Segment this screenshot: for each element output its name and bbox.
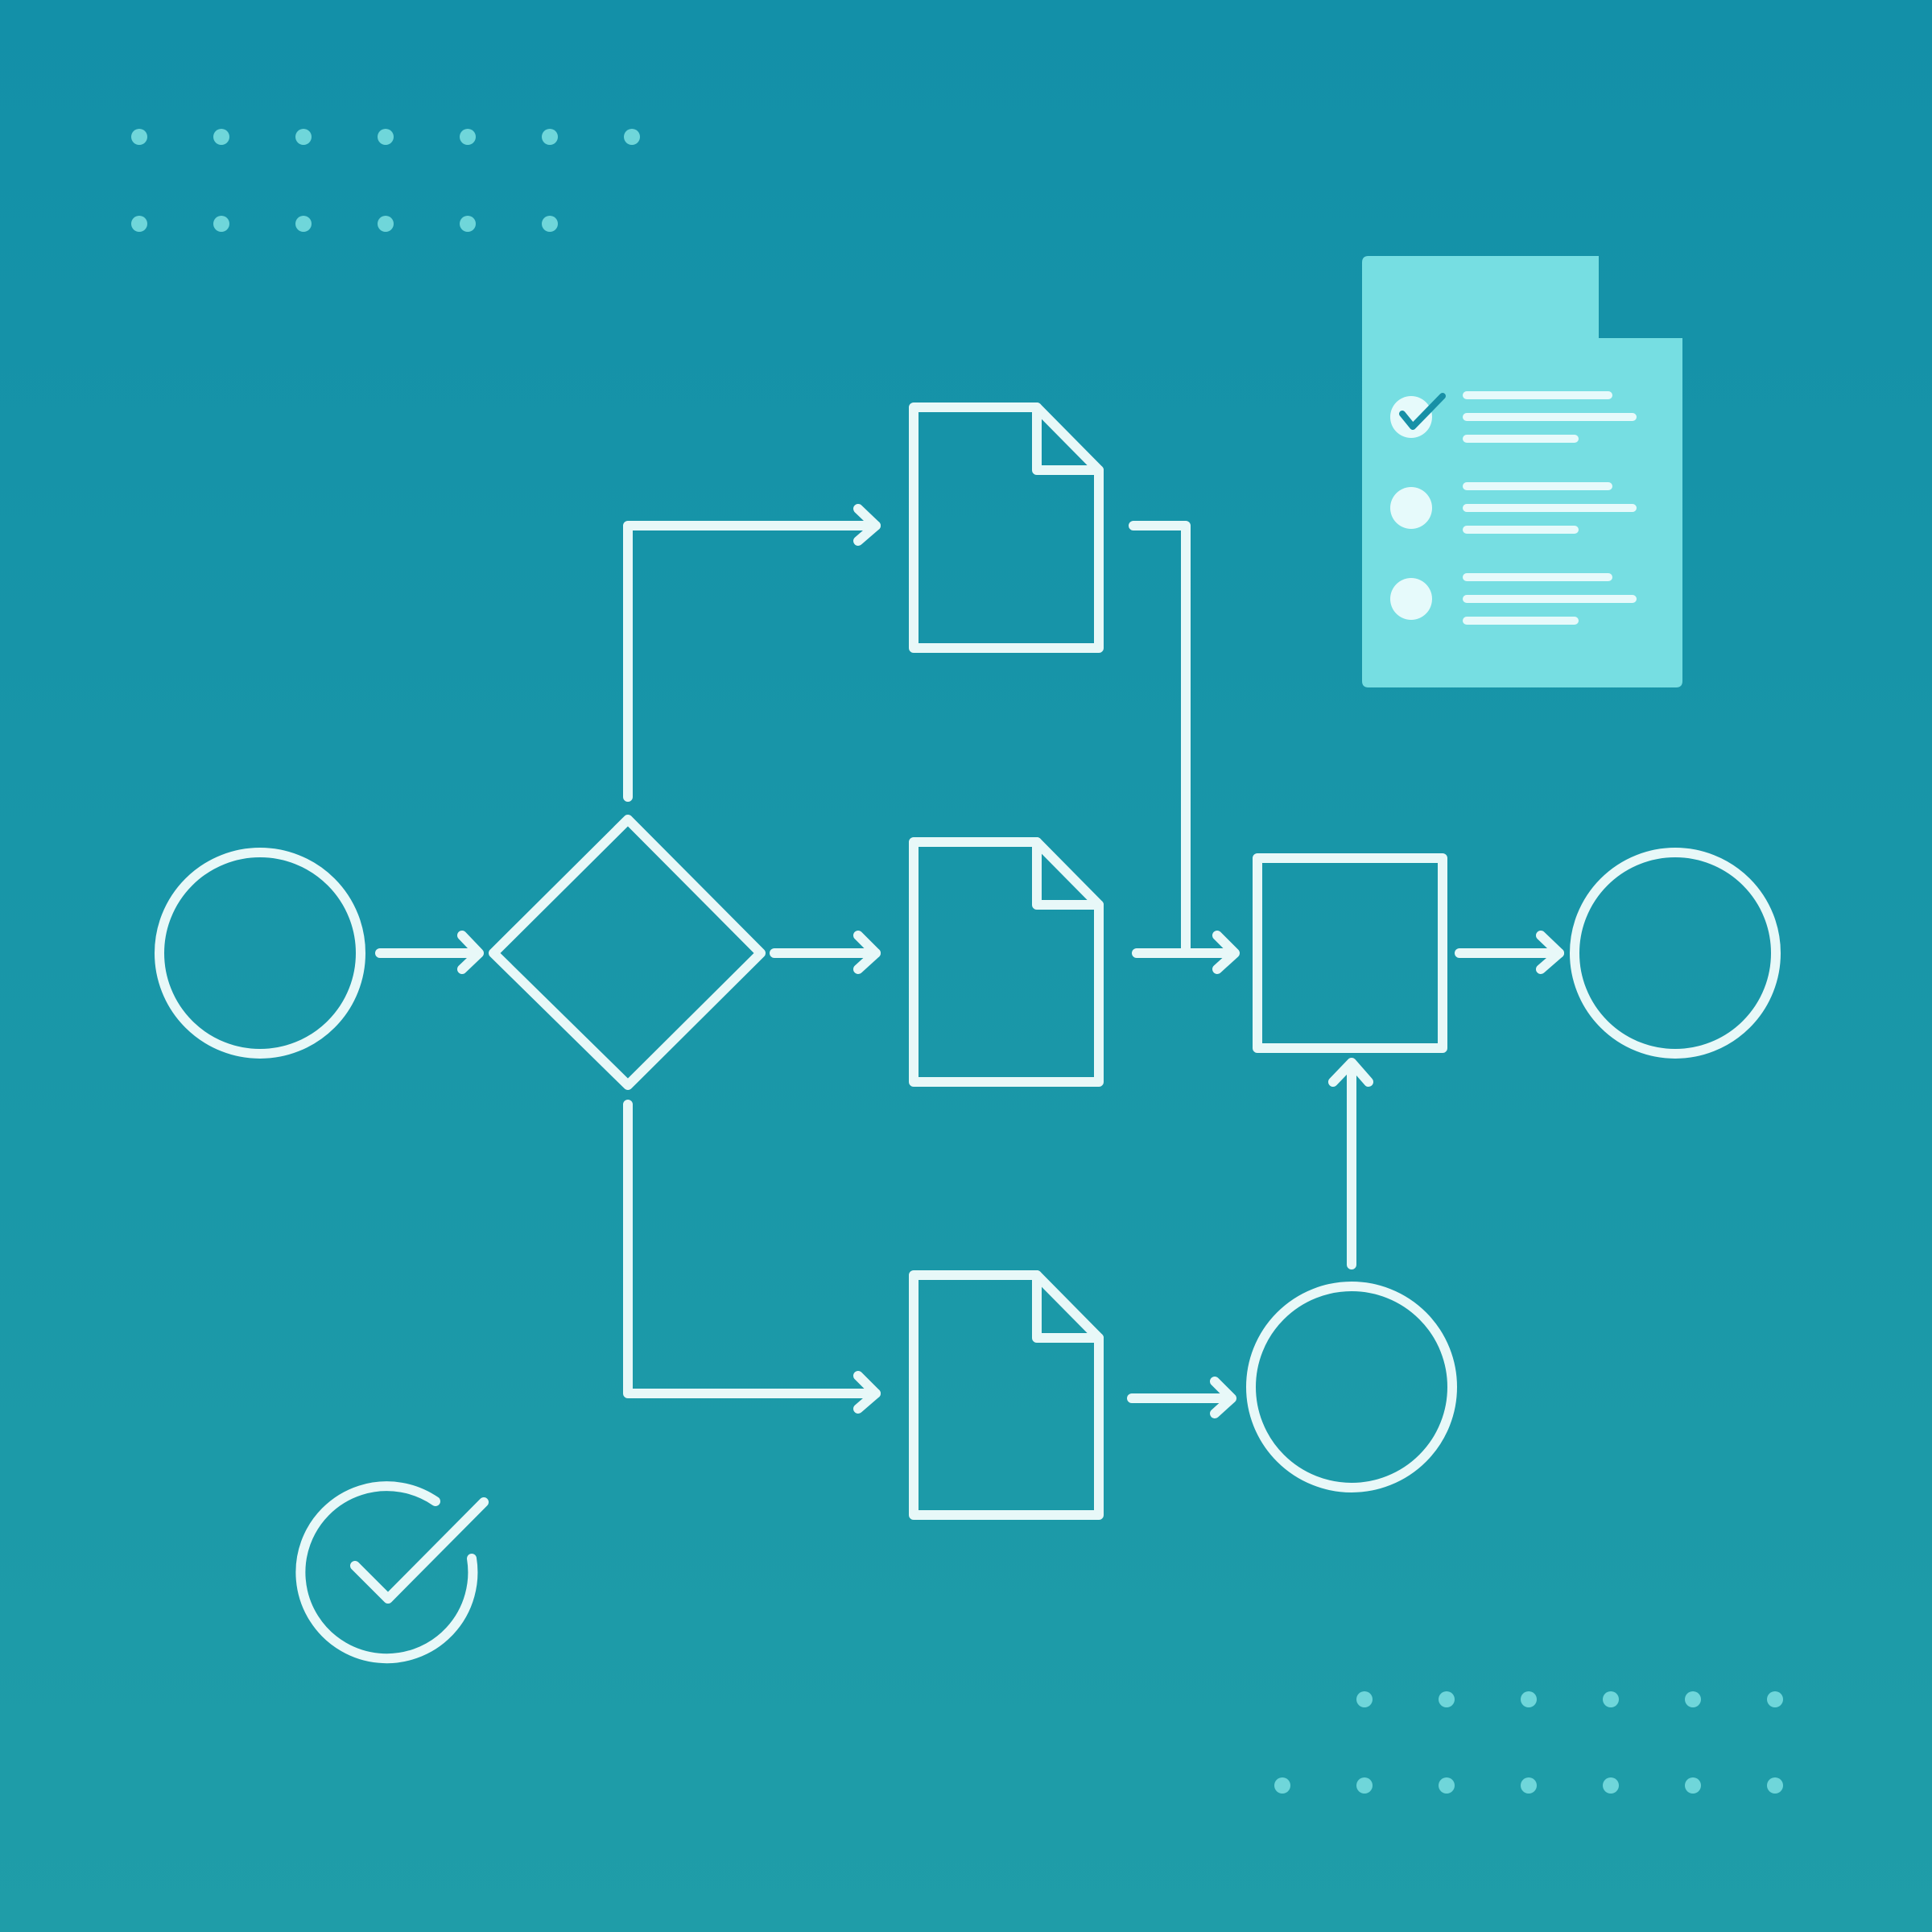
flow-node-process (1253, 853, 1447, 1053)
decor-dot (378, 129, 394, 145)
checklist-bullet (1390, 487, 1432, 529)
flow-edge-doc-middle-to-process (1132, 931, 1240, 974)
decor-dot (1521, 1691, 1537, 1707)
decor-dot (460, 216, 476, 232)
checklist-item (1390, 573, 1637, 625)
decor-dot (1356, 1777, 1373, 1794)
dot-grid-top-left (131, 129, 640, 232)
flow-edge-decision-to-doc-middle (770, 931, 881, 974)
decor-dot (542, 216, 558, 232)
decor-dot (295, 216, 312, 232)
decor-dot (131, 129, 147, 145)
flow-edge-merge-to-process (1328, 1058, 1373, 1269)
flow-edge-doc-top-to-process (1129, 521, 1191, 958)
checklist-item (1390, 482, 1637, 534)
decor-dot (213, 129, 229, 145)
flow-node-decision (489, 815, 766, 1090)
decor-dot (378, 216, 394, 232)
flow-node-doc-top (909, 402, 1104, 653)
flow-node-doc-middle (909, 837, 1104, 1087)
flow-node-start (155, 848, 365, 1059)
decor-dot (1439, 1777, 1455, 1794)
check-circle-icon (295, 1481, 489, 1664)
checklist-checked-bullet (1390, 396, 1432, 438)
decor-dot (131, 216, 147, 232)
decor-dot (1767, 1777, 1783, 1794)
decor-dot (1603, 1691, 1619, 1707)
flow-edge-doc-bottom-to-merge (1127, 1377, 1236, 1418)
decor-dot (624, 129, 640, 145)
decor-dot (213, 216, 229, 232)
decor-dot (460, 129, 476, 145)
decor-dot (1767, 1691, 1783, 1707)
flow-node-doc-bottom (909, 1270, 1104, 1520)
decor-dot (295, 129, 312, 145)
flow-edge-process-to-end (1455, 931, 1564, 974)
checklist-document-icon (1362, 256, 1682, 687)
check-mark-icon (1399, 393, 1446, 430)
decor-dot (1603, 1777, 1619, 1794)
decor-dot (1439, 1691, 1455, 1707)
decor-dot (1356, 1691, 1373, 1707)
flow-node-merge (1246, 1282, 1457, 1492)
flow-edge-decision-to-doc-bottom (623, 1100, 881, 1414)
decor-dot (1685, 1691, 1701, 1707)
flow-edge-start-to-decision (375, 931, 484, 974)
decor-dot (542, 129, 558, 145)
decor-dot (1274, 1777, 1290, 1794)
checklist-bullet (1390, 578, 1432, 620)
checklist-item (1390, 391, 1637, 443)
dot-grid-bottom-right (1274, 1691, 1783, 1794)
flow-edge-decision-to-doc-top (623, 504, 881, 802)
decor-dot (1685, 1777, 1701, 1794)
decor-dot (1521, 1777, 1537, 1794)
flow-node-end (1570, 848, 1781, 1059)
